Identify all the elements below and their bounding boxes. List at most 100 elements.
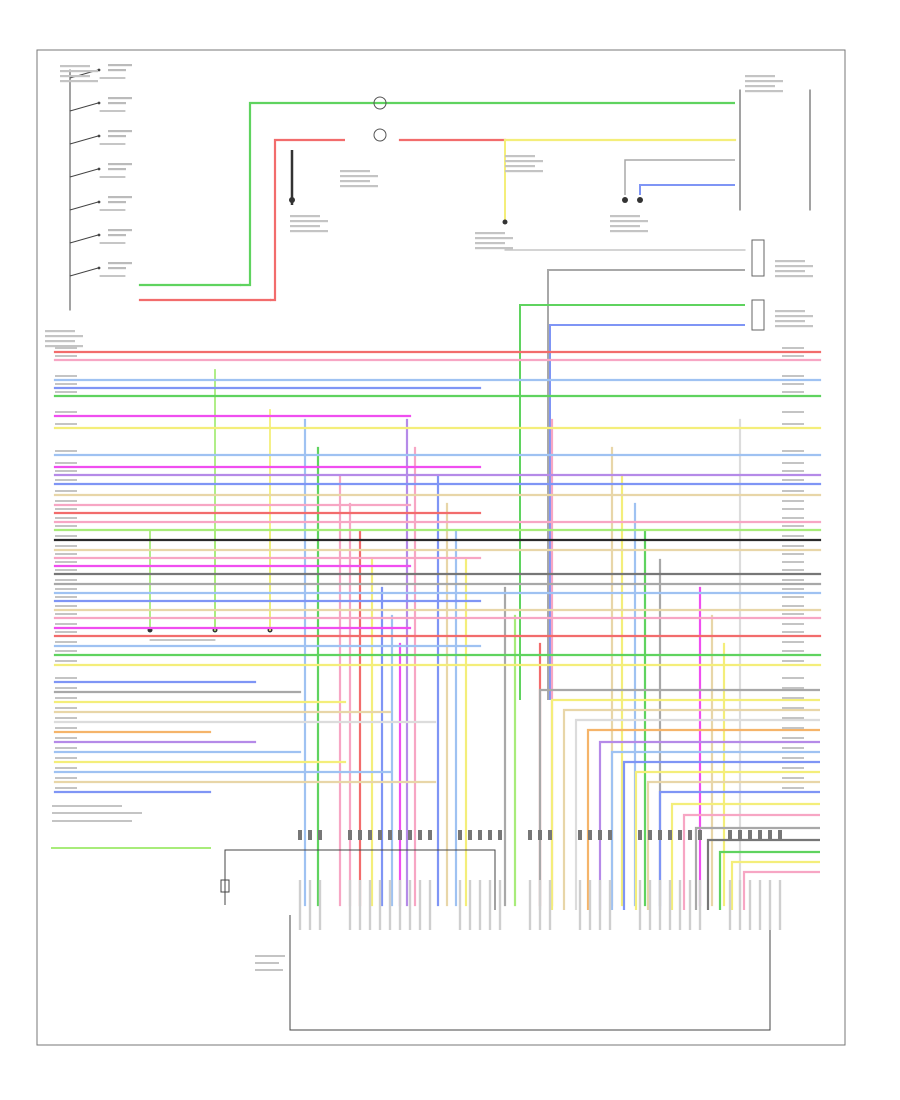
wire-label-mark: [55, 355, 77, 357]
switch-terminal: [97, 266, 101, 270]
pin-label-mark: [758, 880, 762, 930]
connector-pin: [648, 830, 652, 840]
connector-pin: [318, 830, 322, 840]
wire-right-bundle: [658, 790, 820, 910]
wire-label-mark: [782, 490, 804, 492]
label-mark: [745, 75, 775, 78]
ground-dot: [637, 197, 643, 203]
label-mark: [475, 247, 513, 250]
ground-dot: [289, 197, 295, 203]
label-mark: [45, 345, 83, 348]
wire-label-mark: [782, 787, 804, 789]
wire-gray: [624, 159, 735, 195]
pin-label-mark: [638, 880, 642, 930]
label-mark: [475, 237, 513, 240]
switch-terminal: [97, 233, 101, 237]
label-mark: [60, 65, 90, 68]
switch-terminal: [97, 167, 101, 171]
pin-label-mark: [348, 880, 352, 930]
pin-label-mark: [748, 880, 752, 930]
pin-label-mark: [648, 880, 652, 930]
wire-label-mark: [782, 450, 804, 452]
pin-label-mark: [418, 880, 422, 930]
connector-pin: [398, 830, 402, 840]
pin-label-mark: [298, 880, 302, 930]
wire-label-mark: [782, 517, 804, 519]
label-mark: [610, 225, 640, 228]
wire-label-mark: [55, 391, 77, 393]
wire-label-mark: [782, 596, 804, 598]
wire-gray: [547, 269, 745, 700]
label-mark: [775, 275, 813, 278]
connector-pin: [498, 830, 502, 840]
switch-stack: [69, 68, 272, 311]
switch-label-mark: [108, 69, 126, 72]
pin-label-mark: [668, 880, 672, 930]
wire-label-mark: [55, 757, 77, 759]
label-mark: [52, 805, 122, 807]
switch-contact: [69, 234, 99, 244]
switch-label-mark: [108, 262, 132, 265]
label-mark: [610, 230, 648, 233]
wire-label-mark: [782, 411, 804, 413]
wire-label-mark: [55, 411, 77, 413]
wire-label-mark: [55, 517, 77, 519]
connector-pin: [308, 830, 312, 840]
pin-label-mark: [728, 880, 732, 930]
ground-dot: [622, 197, 628, 203]
label-mark: [52, 812, 142, 814]
wire-label-mark: [55, 383, 77, 385]
connector-pin: [698, 830, 702, 840]
wire-label-mark: [782, 462, 804, 464]
wire-label-mark: [55, 561, 77, 563]
switch-label-mark: [108, 196, 132, 199]
connector-pin: [458, 830, 462, 840]
module-label-mark: [255, 962, 279, 964]
label-mark: [340, 170, 370, 173]
switch-label-mark: [108, 168, 126, 171]
switch-contact: [69, 267, 99, 277]
wire-label-mark: [782, 579, 804, 581]
ground-dot: [502, 219, 508, 225]
connector-pin: [488, 830, 492, 840]
wire-label-mark: [782, 623, 804, 625]
switch-terminal: [97, 68, 101, 72]
pin-label-mark: [528, 880, 532, 930]
label-mark: [610, 220, 648, 223]
speaker-symbol: [751, 239, 765, 277]
wire-label-mark: [55, 500, 77, 502]
wire-label-mark: [55, 553, 77, 555]
wire-label-mark: [55, 479, 77, 481]
label-mark: [290, 215, 320, 218]
label-mark: [505, 170, 543, 173]
wire-label-mark: [55, 450, 77, 452]
pin-label-mark: [778, 880, 782, 930]
pin-label-mark: [698, 880, 702, 930]
label-mark: [340, 175, 378, 178]
connector-pin: [548, 830, 552, 840]
switch-terminal: [97, 101, 101, 105]
wire-label-mark: [782, 631, 804, 633]
wire-label-mark: [782, 650, 804, 652]
wire-right-bundle: [634, 770, 820, 910]
connector-pin: [738, 830, 742, 840]
wire-label-mark: [782, 553, 804, 555]
bottom-connectors: [51, 830, 782, 1031]
wire-right-bundle: [562, 708, 820, 910]
label-mark: [60, 70, 98, 73]
wire-label-mark: [782, 500, 804, 502]
top-circuit: [240, 89, 811, 700]
switch-label-mark: [108, 163, 132, 166]
label-mark: [775, 315, 813, 318]
wire-label-mark: [55, 470, 77, 472]
wire-right-bundle: [718, 850, 820, 910]
lamp-symbol: [373, 128, 387, 142]
wire-label-mark: [55, 423, 77, 425]
pin-label-mark: [738, 880, 742, 930]
wire-label-mark: [782, 660, 804, 662]
wire-label-mark: [55, 747, 77, 749]
wire-right-bundle: [742, 870, 820, 910]
wire-red-top: [270, 138, 345, 302]
wire-label-mark: [55, 545, 77, 547]
wire-label-mark: [782, 677, 804, 679]
